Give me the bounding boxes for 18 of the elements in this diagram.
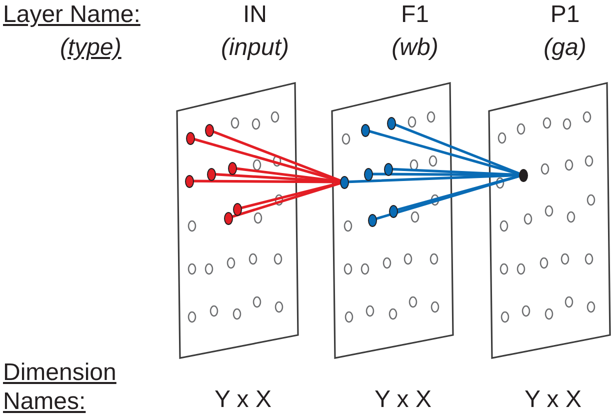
connection-line [240,182,341,210]
row-heading: Dimension Names: [3,358,118,416]
layer-name: P1 [549,1,581,29]
row-subheading: (type) [60,34,122,62]
row-heading: Layer Name: [3,1,140,29]
connection-line [375,175,520,220]
dimension-label: Y x X [214,386,272,414]
layer-type: (ga) [542,34,588,62]
layer-name: F1 [400,1,430,29]
layer-type: (input) [220,34,290,62]
dimension-label: Y x X [374,386,432,414]
layer-type: (wb) [390,34,440,62]
dimension-label: Y x X [524,386,582,414]
connection-line [394,123,520,175]
layer-name: IN [242,1,268,29]
connection-line [212,130,341,182]
connection-line [396,174,520,212]
connection-line [231,182,341,218]
